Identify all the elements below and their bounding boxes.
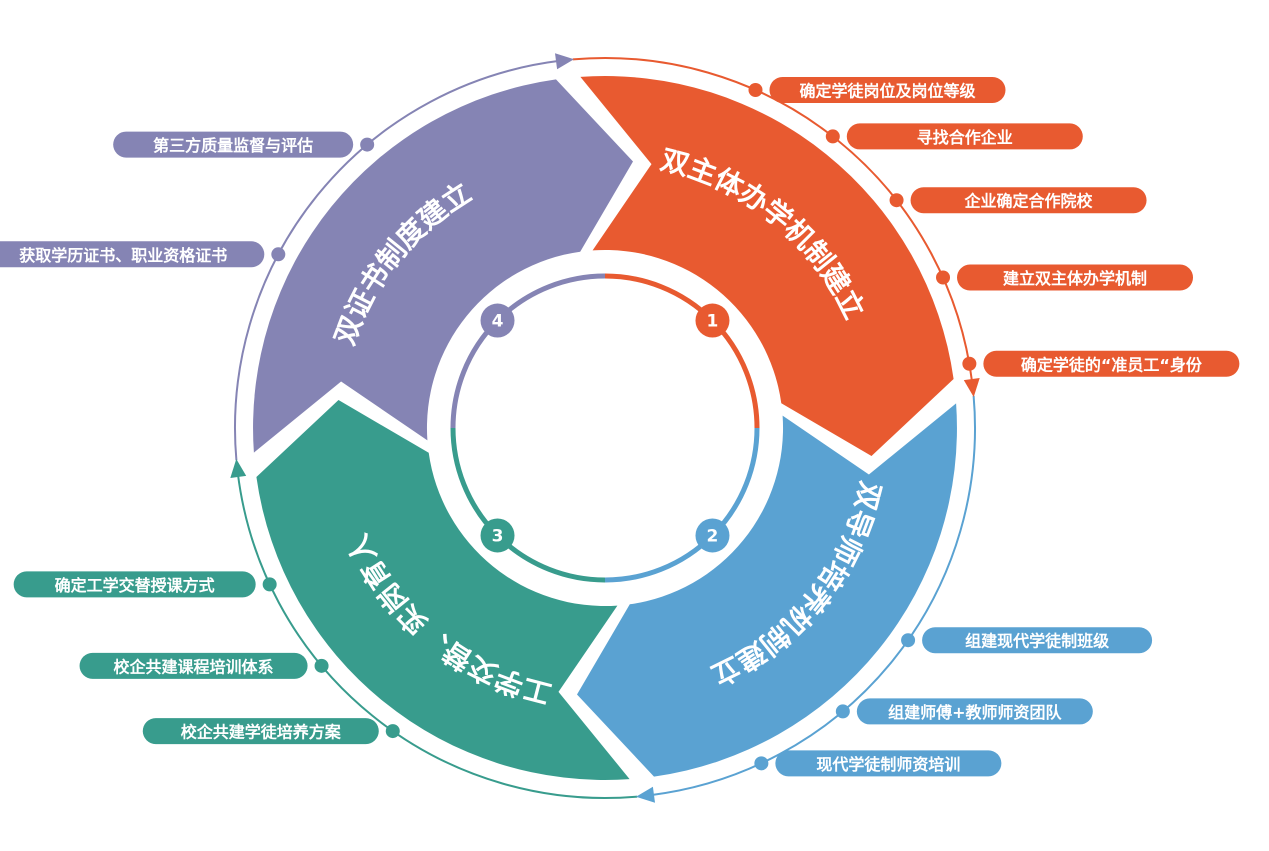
number-badge-label-3: 3	[492, 526, 504, 546]
callout-label: 现代学徒制师资培训	[816, 755, 960, 774]
callout-label: 第三方质量监督与评估	[153, 136, 313, 155]
callout-dual-mentor-3: 现代学徒制师资培训	[754, 750, 1002, 777]
callout-work-study-3: 校企共建学徒培养方案	[142, 718, 400, 745]
callout-work-study-1: 确定工学交替授课方式	[13, 571, 277, 598]
outer-arc-blue	[649, 395, 976, 797]
number-badge-label-4: 4	[492, 312, 504, 332]
callout-label: 确定学徒的“准员工“身份	[1021, 355, 1203, 374]
number-badge-2: 2	[695, 518, 730, 553]
segment-dual-mentor	[577, 403, 957, 777]
callout-label: 确定学徒岗位及岗位等级	[799, 81, 976, 100]
callout-dual-subject-3: 企业确定合作院校	[889, 187, 1147, 214]
callout-label: 校企共建课程培训体系	[114, 657, 274, 676]
number-badge-1: 1	[695, 303, 730, 338]
number-badge-label-1: 1	[707, 312, 719, 332]
number-badge-4: 4	[480, 303, 515, 338]
outer-arrowhead-orange	[963, 378, 980, 397]
callout-label: 校企共建学徒培养方案	[181, 723, 342, 742]
outer-arc-green	[236, 472, 638, 799]
callout-label: 建立双主体办学机制	[1003, 269, 1147, 288]
callout-dual-subject-2: 寻找合作企业	[825, 123, 1083, 150]
callout-dual-subject-1: 确定学徒岗位及岗位等级	[748, 76, 1006, 103]
segment-dual-subject	[580, 76, 954, 456]
callout-work-study-2: 校企共建课程培训体系	[79, 652, 329, 679]
callout-dual-subject-4: 建立双主体办学机制	[936, 264, 1194, 291]
number-badge-3: 3	[480, 518, 515, 553]
callout-dual-subject-5: 确定学徒的“准员工“身份	[962, 350, 1240, 377]
callout-dual-mentor-2: 组建师傅+教师师资团队	[835, 698, 1093, 725]
callout-label: 寻找合作企业	[917, 128, 1013, 147]
callout-dual-mentor-1: 组建现代学徒制班级	[901, 627, 1153, 654]
segment-work-study	[256, 400, 630, 780]
callout-label: 企业确定合作院校	[964, 192, 1094, 211]
segment-dual-cert	[253, 79, 634, 453]
callout-label: 获取学历证书、职业资格证书	[19, 246, 227, 265]
outer-arrowhead-green	[230, 459, 247, 478]
callout-dual-cert-1: 获取学历证书、职业资格证书	[0, 241, 286, 268]
outer-arrowhead-blue	[636, 786, 655, 803]
outer-arrowhead-purple	[555, 53, 574, 70]
callout-dual-cert-2: 第三方质量监督与评估	[113, 131, 375, 158]
callout-label: 组建师傅+教师师资团队	[888, 703, 1062, 722]
number-badge-label-2: 2	[707, 526, 719, 546]
callout-label: 确定工学交替授课方式	[55, 576, 215, 595]
outer-arc-purple	[234, 59, 561, 461]
callout-label: 组建现代学徒制班级	[965, 632, 1110, 651]
